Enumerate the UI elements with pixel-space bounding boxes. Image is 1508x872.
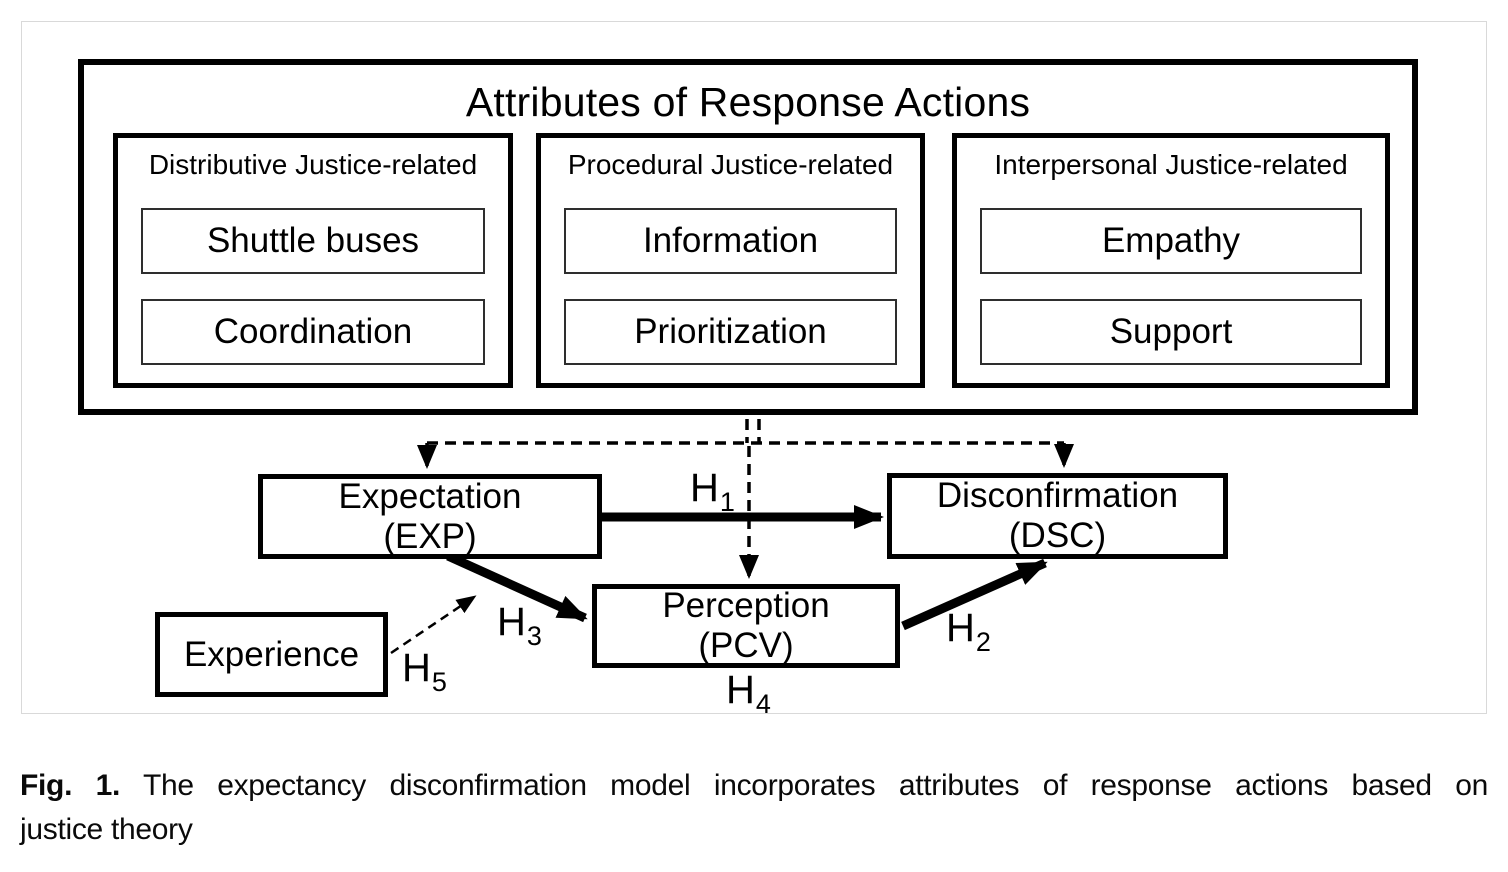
h3-subscript: 3 (526, 621, 542, 651)
arrow-h2-perception-to-disconfirmation (901, 558, 1048, 631)
h5-base: H (402, 646, 431, 690)
perception-title: Perception (662, 586, 830, 625)
disconfirmation-abbr: (DSC) (1008, 516, 1107, 555)
perception-abbr: (PCV) (698, 626, 794, 665)
shuttle-buses-item-box: Shuttle buses (141, 208, 485, 274)
procedural-justice-label: Procedural Justice-related (567, 149, 894, 180)
h2-subscript: 2 (975, 627, 991, 657)
arrow-h5-experience-moderation (390, 595, 477, 655)
hypothesis-label-h3: H3 (497, 600, 542, 651)
disconfirmation-node-box: Disconfirmation (DSC) (887, 473, 1228, 559)
solid-arrows (446, 505, 1048, 631)
experience-title: Experience (183, 634, 360, 674)
expectation-title: Expectation (338, 476, 522, 516)
procedural-justice-group-box: Procedural Justice-related Information P… (536, 133, 925, 388)
h1-base: H (690, 466, 719, 510)
h4-subscript: 4 (755, 689, 771, 719)
information-item-box: Information (564, 208, 897, 274)
h4-base: H (726, 668, 755, 712)
disconfirmation-title: Disconfirmation (936, 476, 1179, 515)
expectation-node-box: Expectation (EXP) (258, 474, 602, 559)
perception-node-box: Perception (PCV) (592, 584, 900, 668)
caption-line-1: Fig. 1. The expectancy disconfirmation m… (20, 764, 1488, 808)
support-item-box: Support (980, 299, 1362, 365)
coordination-item-box: Coordination (141, 299, 485, 365)
prioritization-item-box: Prioritization (564, 299, 897, 365)
attributes-dashed-connectors (417, 419, 1074, 579)
figure-caption: Fig. 1. The expectancy disconfirmation m… (20, 764, 1488, 852)
expectation-abbr: (EXP) (383, 516, 477, 556)
distributive-justice-group-box: Distributive Justice-related Shuttle bus… (113, 133, 513, 388)
distributive-justice-label: Distributive Justice-related (148, 149, 478, 180)
hypothesis-label-h2: H2 (946, 606, 991, 657)
caption-text: The expectancy disconfirmation model inc… (142, 769, 1488, 802)
h3-base: H (497, 600, 526, 644)
hypothesis-label-h4: H4 (726, 668, 771, 719)
interpersonal-justice-label: Interpersonal Justice-related (994, 149, 1348, 180)
experience-node-box: Experience (155, 612, 388, 697)
caption-fig-label: Fig. 1. (20, 769, 121, 802)
attributes-title: Attributes of Response Actions (465, 79, 1031, 125)
h1-subscript: 1 (719, 487, 735, 517)
h5-subscript: 5 (431, 667, 447, 697)
hypothesis-label-h1: H1 (690, 466, 735, 517)
caption-line-2: justice theory (20, 813, 193, 846)
h2-base: H (946, 606, 975, 650)
empathy-item-box: Empathy (980, 208, 1362, 274)
interpersonal-justice-group-box: Interpersonal Justice-related Empathy Su… (952, 133, 1390, 388)
hypothesis-label-h5: H5 (402, 646, 447, 697)
arrow-h3-expectation-to-perception (446, 551, 588, 623)
